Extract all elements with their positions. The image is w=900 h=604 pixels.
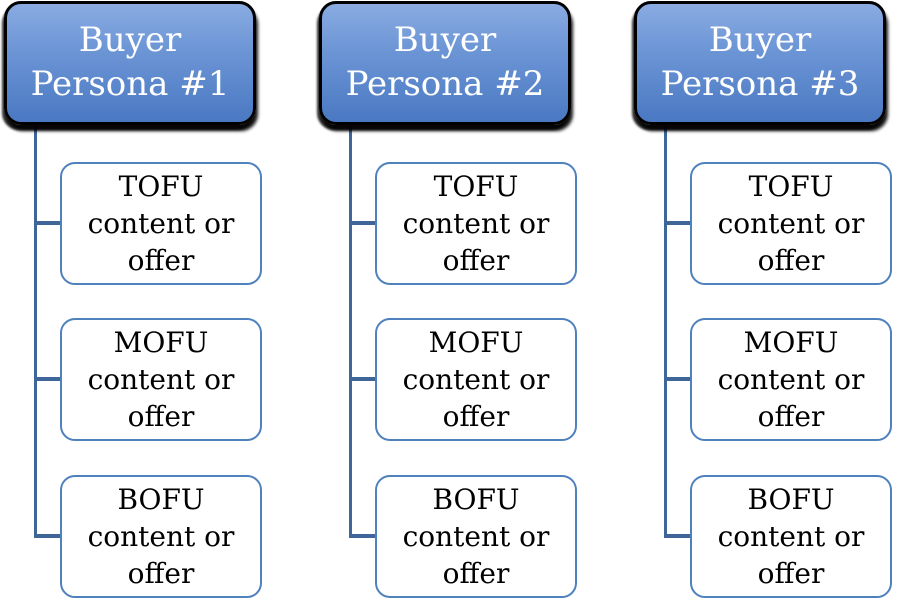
persona-3-header-label: Buyer Persona #3: [660, 20, 860, 104]
persona-1-bofu-label: BOFU content or offer: [87, 482, 235, 591]
connector-stub-2-tofu: [349, 221, 377, 225]
connector-stub-2-mofu: [349, 377, 377, 381]
connector-stub-3-tofu: [664, 221, 692, 225]
persona-3-bofu-label: BOFU content or offer: [717, 482, 865, 591]
persona-2-header-box: Buyer Persona #2: [319, 1, 571, 125]
connector-stub-1-bofu: [34, 534, 62, 538]
persona-1-column: Buyer Persona #1 TOFU content or offer M…: [0, 0, 270, 604]
connector-stub-3-bofu: [664, 534, 692, 538]
persona-3-mofu-box: MOFU content or offer: [690, 318, 892, 441]
connector-stub-1-mofu: [34, 377, 62, 381]
connector-trunk-3: [664, 124, 667, 538]
persona-1-header-box: Buyer Persona #1: [4, 1, 256, 125]
connector-stub-2-bofu: [349, 534, 377, 538]
persona-2-tofu-box: TOFU content or offer: [375, 162, 577, 285]
persona-2-mofu-box: MOFU content or offer: [375, 318, 577, 441]
persona-1-tofu-label: TOFU content or offer: [87, 169, 235, 278]
persona-3-bofu-box: BOFU content or offer: [690, 475, 892, 598]
connector-stub-1-tofu: [34, 221, 62, 225]
persona-3-tofu-box: TOFU content or offer: [690, 162, 892, 285]
connector-stub-3-mofu: [664, 377, 692, 381]
persona-2-mofu-label: MOFU content or offer: [402, 325, 550, 434]
persona-3-header-box: Buyer Persona #3: [634, 1, 886, 125]
persona-1-bofu-box: BOFU content or offer: [60, 475, 262, 598]
persona-1-mofu-box: MOFU content or offer: [60, 318, 262, 441]
persona-2-bofu-box: BOFU content or offer: [375, 475, 577, 598]
persona-1-tofu-box: TOFU content or offer: [60, 162, 262, 285]
persona-1-header-label: Buyer Persona #1: [30, 20, 230, 104]
persona-2-tofu-label: TOFU content or offer: [402, 169, 550, 278]
persona-3-mofu-label: MOFU content or offer: [717, 325, 865, 434]
persona-3-tofu-label: TOFU content or offer: [717, 169, 865, 278]
persona-3-column: Buyer Persona #3 TOFU content or offer M…: [630, 0, 900, 604]
connector-trunk-2: [349, 124, 352, 538]
persona-2-column: Buyer Persona #2 TOFU content or offer M…: [315, 0, 585, 604]
persona-2-header-label: Buyer Persona #2: [345, 20, 545, 104]
connector-trunk-1: [34, 124, 37, 538]
persona-1-mofu-label: MOFU content or offer: [87, 325, 235, 434]
persona-2-bofu-label: BOFU content or offer: [402, 482, 550, 591]
